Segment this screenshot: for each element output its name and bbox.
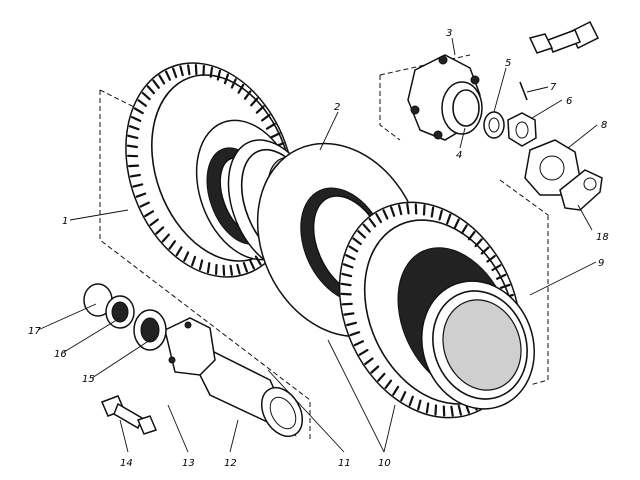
callout-3: 3 bbox=[446, 28, 452, 39]
callout-7: 7 bbox=[550, 82, 557, 93]
right-rim bbox=[420, 280, 536, 410]
callout-12: 12 bbox=[224, 458, 237, 469]
callout-13: 13 bbox=[182, 458, 195, 469]
hub-flange bbox=[407, 54, 483, 141]
callout-8: 8 bbox=[601, 120, 607, 131]
callout-9: 9 bbox=[598, 258, 604, 269]
callout-16: 16 bbox=[54, 349, 67, 360]
callout-5: 5 bbox=[505, 58, 511, 69]
assembly-guide-lines bbox=[99, 54, 549, 440]
hub-cap bbox=[524, 139, 603, 211]
bearing-set bbox=[83, 283, 167, 351]
callout-15: 15 bbox=[82, 374, 95, 385]
callout-labels: 1 2 3 4 5 6 7 8 9 10 11 12 13 14 15 16 1… bbox=[28, 28, 609, 469]
callout-17: 17 bbox=[28, 326, 41, 337]
callout-2: 2 bbox=[334, 102, 340, 113]
axle-housing bbox=[164, 317, 304, 437]
bottom-bolt bbox=[101, 395, 158, 435]
leader-lines bbox=[37, 37, 598, 453]
callout-18: 18 bbox=[596, 232, 609, 243]
hub-small-parts bbox=[483, 81, 537, 147]
top-bolt bbox=[528, 20, 600, 54]
callout-4: 4 bbox=[456, 150, 462, 161]
callout-6: 6 bbox=[566, 96, 572, 107]
callout-10: 10 bbox=[378, 458, 391, 469]
callout-11: 11 bbox=[338, 458, 351, 469]
callout-1: 1 bbox=[62, 216, 68, 227]
callout-14: 14 bbox=[120, 458, 133, 469]
